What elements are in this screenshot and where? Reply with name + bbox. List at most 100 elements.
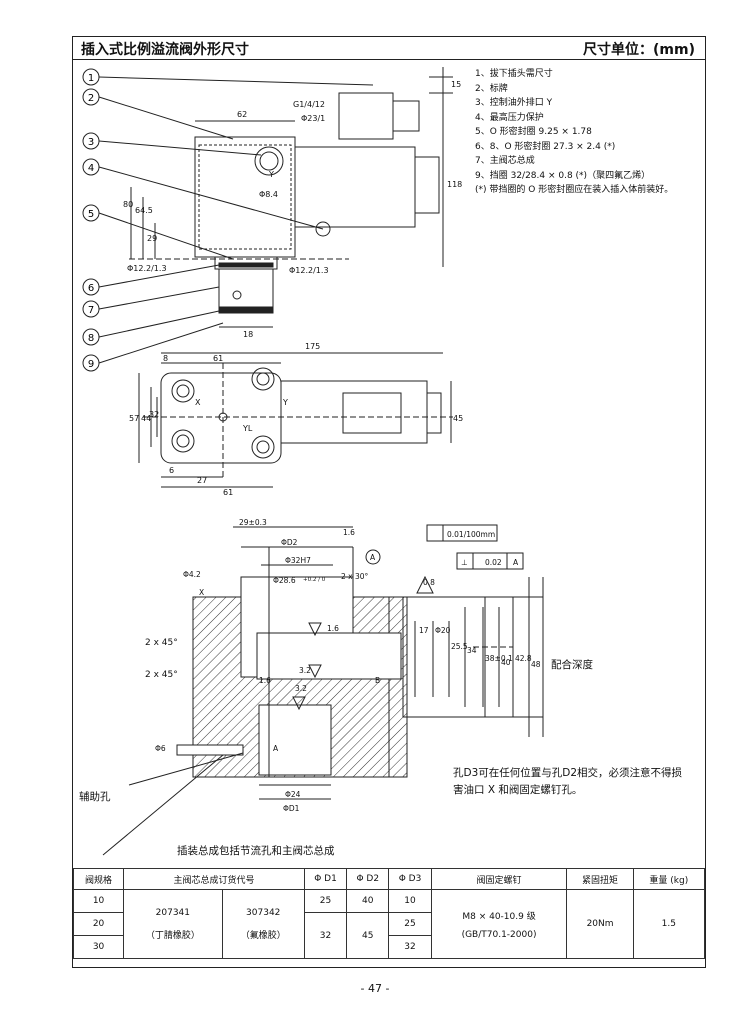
callout-3: 3 <box>88 137 94 148</box>
cell-screw: M8 × 40-10.9 级 (GB/T70.1-2000) <box>430 889 568 959</box>
dim-62: 62 <box>237 110 247 119</box>
screw-standard: (GB/T70.1-2000) <box>461 929 537 940</box>
dim-428: 42.8 <box>515 654 532 663</box>
dim-80: 80 <box>123 200 133 209</box>
dim-27: 27 <box>197 476 207 485</box>
rough-08: 0.8 <box>423 578 435 587</box>
callout-2: 2 <box>88 93 94 104</box>
dim-48: 48 <box>531 660 541 669</box>
aux-hole-label: 辅助孔 <box>79 791 111 803</box>
dim-phid2: ΦD2 <box>281 538 298 547</box>
dim-phi32h7: Φ32H7 <box>285 556 311 565</box>
dim-57: 57 <box>129 414 139 423</box>
dim-phi6: Φ6 <box>155 744 166 753</box>
port-b: B <box>375 676 380 685</box>
rough-32-b: 3.2 <box>295 684 307 693</box>
page-number: - 47 - <box>360 982 390 995</box>
dim-175: 175 <box>305 342 320 351</box>
dim-61-bot: 61 <box>223 488 233 497</box>
flatness-value: 0.01/100mm <box>447 530 495 539</box>
legend-item: (*) 带挡圈的 O 形密封圈应在装入插入体前装好。 <box>475 185 674 195</box>
port-yl: YL <box>242 424 253 433</box>
callout-8: 8 <box>88 333 94 344</box>
cell-code-b: 307342 （氟橡胶） <box>221 889 305 959</box>
dim-38: 38±0.1 <box>485 654 513 663</box>
table-row: 30 32 <box>72 935 705 959</box>
chamfer-45-a: 2 x 45° <box>145 638 178 648</box>
drawing-frame: 插入式比例溢流阀外形尺寸 尺寸单位：(mm) <box>72 36 706 968</box>
dim-phi24: Φ24 <box>285 790 301 799</box>
legend-item: 9、挡圈 32/28.4 × 0.8 (*)（聚四氟乙烯） <box>475 170 651 181</box>
dim-34: 34 <box>467 646 477 655</box>
dim-61-top: 61 <box>213 354 223 363</box>
callout-4: 4 <box>88 163 94 174</box>
cell-weight: 1.5 <box>632 889 706 959</box>
col-weight: 重量 (kg) <box>632 868 706 890</box>
parts-legend: 1、拔下插头需尺寸 2、标牌 3、控制油外排口 Y 4、最高压力保护 5、O 形… <box>475 67 673 198</box>
elevation-view <box>98 67 453 364</box>
dim-phi84: Φ8.4 <box>259 190 278 199</box>
dim-29: 29 <box>147 234 157 243</box>
spec-table: 阀规格 主阀芯总成订货代号 Φ D1 Φ D2 Φ D3 阀固定螺钉 紧固扭矩 … <box>72 868 706 959</box>
cell-d2: 45 <box>346 912 390 959</box>
plan-view <box>138 352 453 488</box>
dim-29-tol: 29±0.3 <box>239 518 267 527</box>
dim-6: 6 <box>169 466 174 475</box>
dim-phi20: Φ20 <box>435 626 451 635</box>
rough-32-a: 3.2 <box>299 666 311 675</box>
elevation-dims: 15 62 G1/4/12 Φ23/1 Y Φ8.4 80 64.5 29 11… <box>123 80 462 339</box>
datum-a-circle: A <box>370 553 376 562</box>
cell-torque: 20Nm <box>566 889 634 959</box>
cell-d2: 40 <box>346 889 390 913</box>
dim-tolerance: +0.2 / 0 <box>303 577 326 583</box>
dim-phid1: ΦD1 <box>283 804 300 813</box>
perp-symbol: ⊥ <box>461 558 468 567</box>
dim-18: 18 <box>243 330 253 339</box>
code-a: 207341 <box>155 907 191 918</box>
fit-depth-label: 配合深度 <box>551 659 593 671</box>
note-line-2: 害油口 X 和阀固定螺钉孔。 <box>453 784 583 796</box>
screw-spec: M8 × 40-10.9 级 <box>462 911 536 922</box>
section-view <box>102 524 544 856</box>
dim-15: 15 <box>451 80 461 89</box>
table-row: 20 32 45 25 <box>72 912 705 959</box>
legend-item: 3、控制油外排口 Y <box>475 98 553 108</box>
cell-d3: 32 <box>388 935 432 959</box>
code-b: 307342 <box>246 907 281 918</box>
chamfer-45-b: 2 x 45° <box>145 670 178 680</box>
legend-item: 5、O 形密封圈 9.25 × 1.78 <box>475 127 592 137</box>
dim-118: 118 <box>447 180 462 189</box>
cell-d3: 10 <box>388 889 432 913</box>
callout-6: 6 <box>88 283 94 294</box>
legend-item: 1、拔下插头需尺寸 <box>475 69 553 79</box>
dim-8: 8 <box>163 354 168 363</box>
cell-d3: 25 <box>388 912 432 936</box>
col-order-code: 主阀芯总成订货代号 <box>123 868 305 890</box>
assembly-label: 插装总成包括节流孔和主阀芯总成 <box>177 845 335 857</box>
table-row: 10 207341 （丁腈橡胶） 307342 （氟橡胶） 25 40 10 M… <box>72 889 706 959</box>
dim-45: 45 <box>453 414 463 423</box>
callout-7: 7 <box>88 305 94 316</box>
port-y: Y <box>282 398 288 407</box>
rough-16-top: 1.6 <box>343 528 355 537</box>
legend-item: 4、最高压力保护 <box>475 112 544 123</box>
cell-code-a: 207341 （丁腈橡胶） <box>123 889 223 959</box>
chamfer-30: 2 x 30° <box>341 572 369 581</box>
legend-item: 6、8、O 形密封圈 27.3 × 2.4 (*) <box>475 141 616 152</box>
cell-d1: 32 <box>303 912 348 959</box>
code-a-note: （丁腈橡胶） <box>145 930 200 941</box>
col-screw: 阀固定螺钉 <box>430 868 568 890</box>
dim-phi23: Φ23/1 <box>301 114 325 123</box>
callout-5: 5 <box>88 209 94 220</box>
col-d1: Φ D1 <box>303 868 348 890</box>
port-a: A <box>273 744 279 753</box>
col-torque: 紧固扭矩 <box>566 868 634 890</box>
table-header-row: 阀规格 主阀芯总成订货代号 Φ D1 Φ D2 Φ D3 阀固定螺钉 紧固扭矩 … <box>72 868 706 890</box>
dim-40: 40 <box>501 658 511 667</box>
dim-645: 64.5 <box>135 206 153 215</box>
drilling-note: 孔D3可在任何位置与孔D2相交，必须注意不得损 害油口 X 和阀固定螺钉孔。 <box>453 765 682 799</box>
dim-g-thread: G1/4/12 <box>293 100 325 109</box>
note-line-1: 孔D3可在任何位置与孔D2相交，必须注意不得损 <box>453 767 683 779</box>
perp-value: 0.02 <box>485 558 502 567</box>
col-d3: Φ D3 <box>388 868 432 890</box>
